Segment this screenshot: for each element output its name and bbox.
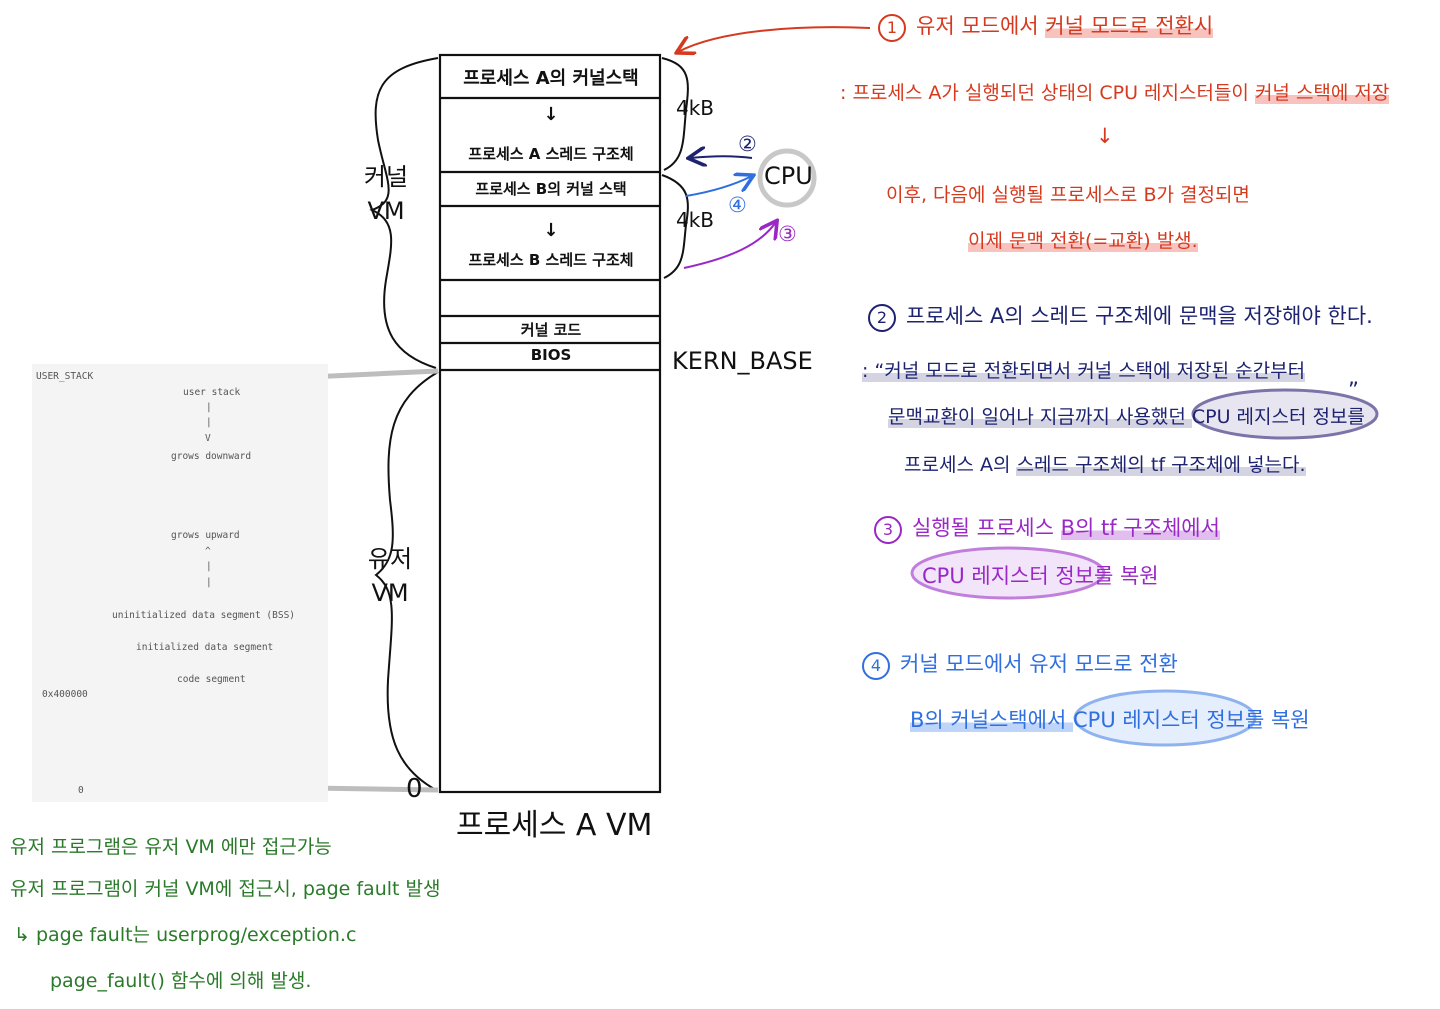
data-segment-label: initialized data segment xyxy=(136,642,274,653)
green-note-line1: 유저 프로그램은 유저 VM 에만 접근가능 xyxy=(10,836,332,858)
address-zero: 0 xyxy=(78,785,84,796)
cpu-marker-4: ④ xyxy=(728,193,747,217)
note1-arrow: ↓ xyxy=(1096,124,1114,148)
ellipse-n3 xyxy=(910,546,1106,600)
note3-line2: CPU 레지스터 정보를 복원 xyxy=(922,564,1159,588)
cell-b-thread-struct: 프로세스 B 스레드 구조체 xyxy=(468,251,634,269)
address-0x400000: 0x400000 xyxy=(42,689,88,700)
pipe-4: | xyxy=(206,577,212,588)
note2-close-quote: ” xyxy=(1348,378,1359,402)
connector-user-stack xyxy=(309,368,439,380)
size-4kb-b: 4kB xyxy=(676,208,715,232)
connector-zero xyxy=(309,785,439,793)
cell-a-thread-struct: 프로세스 A 스레드 구조체 xyxy=(468,145,634,163)
cpu-circle xyxy=(757,148,817,208)
note2-line3: 프로세스 A의 스레드 구조체의 tf 구조체에 넣는다. xyxy=(904,454,1306,476)
address-zero-main: 0 xyxy=(406,774,423,804)
cell-bios: BIOS xyxy=(530,346,572,364)
cell-b-kernel-stack: 프로세스 B의 커널 스택 xyxy=(475,180,627,198)
arrow-3 xyxy=(683,222,776,269)
green-note-line3: ↳ page fault는 userprog/exception.c xyxy=(14,924,357,946)
kern-base-label: KERN_BASE xyxy=(672,347,813,375)
note3-marker: 3 xyxy=(874,516,902,544)
note1-line3: 이제 문맥 전환(=교환) 발생. xyxy=(968,230,1198,252)
note4-marker: 4 xyxy=(862,652,890,680)
grows-downward-label: grows downward xyxy=(171,451,252,462)
note2-line1: : “커널 모드로 전환되면서 커널 스택에 저장된 순간부터 xyxy=(862,360,1306,382)
process-vm-column xyxy=(438,53,662,794)
brace-user-vm xyxy=(374,371,439,791)
green-note-line2: 유저 프로그램이 커널 VM에 접근시, page fault 발생 xyxy=(10,878,441,900)
brace-4kb-a xyxy=(661,57,689,171)
vm-title: 프로세스 A VM xyxy=(456,808,653,843)
arrow-2 xyxy=(690,156,753,158)
ellipse-n2 xyxy=(1191,388,1379,440)
note1-line2: 이후, 다음에 실행될 프로세스로 B가 결정되면 xyxy=(886,184,1250,206)
cell-a-arrow: ↓ xyxy=(543,104,559,125)
bss-segment-label: uninitialized data segment (BSS) xyxy=(112,610,296,621)
pipe-2: | xyxy=(206,417,212,428)
note1-line1: : 프로세스 A가 실행되던 상태의 CPU 레지스터들이 커널 스택에 저장 xyxy=(840,82,1390,104)
ellipse-n4 xyxy=(1073,689,1257,747)
pipe-3: | xyxy=(206,561,212,572)
note2-line2: 문맥교환이 일어나 지금까지 사용했던 CPU 레지스터 정보를 xyxy=(888,406,1365,428)
arrow-1 xyxy=(678,26,871,52)
note4-line2: B의 커널스택에서 CPU 레지스터 정보를 복원 xyxy=(910,708,1310,732)
up-caret: ^ xyxy=(205,546,211,557)
brace-kernel-vm xyxy=(369,57,439,369)
user-stack-label: user stack xyxy=(183,387,241,398)
brace-4kb-b xyxy=(661,174,689,279)
green-note-line4: page_fault() 함수에 의해 발생. xyxy=(50,970,312,992)
cpu-marker-2: ② xyxy=(738,132,757,156)
down-arrow-v: V xyxy=(205,433,211,444)
user-stack-address: USER_STACK xyxy=(36,371,94,382)
cell-a-kernel-stack: 프로세스 A의 커널스택 xyxy=(463,68,639,89)
cpu-marker-3: ③ xyxy=(778,222,797,246)
size-4kb-a: 4kB xyxy=(676,96,715,120)
note1-marker: 1 xyxy=(878,14,906,42)
cell-kernel-code: 커널 코드 xyxy=(520,321,582,339)
arrow-4 xyxy=(685,176,752,197)
code-segment-label: code segment xyxy=(177,674,246,685)
user-layout-panel xyxy=(32,364,328,802)
pipe-1: | xyxy=(206,402,212,413)
cell-b-arrow: ↓ xyxy=(543,220,559,241)
grows-upward-label: grows upward xyxy=(171,530,240,541)
note2-marker: 2 xyxy=(868,304,896,332)
cpu-label: CPU xyxy=(764,162,813,190)
